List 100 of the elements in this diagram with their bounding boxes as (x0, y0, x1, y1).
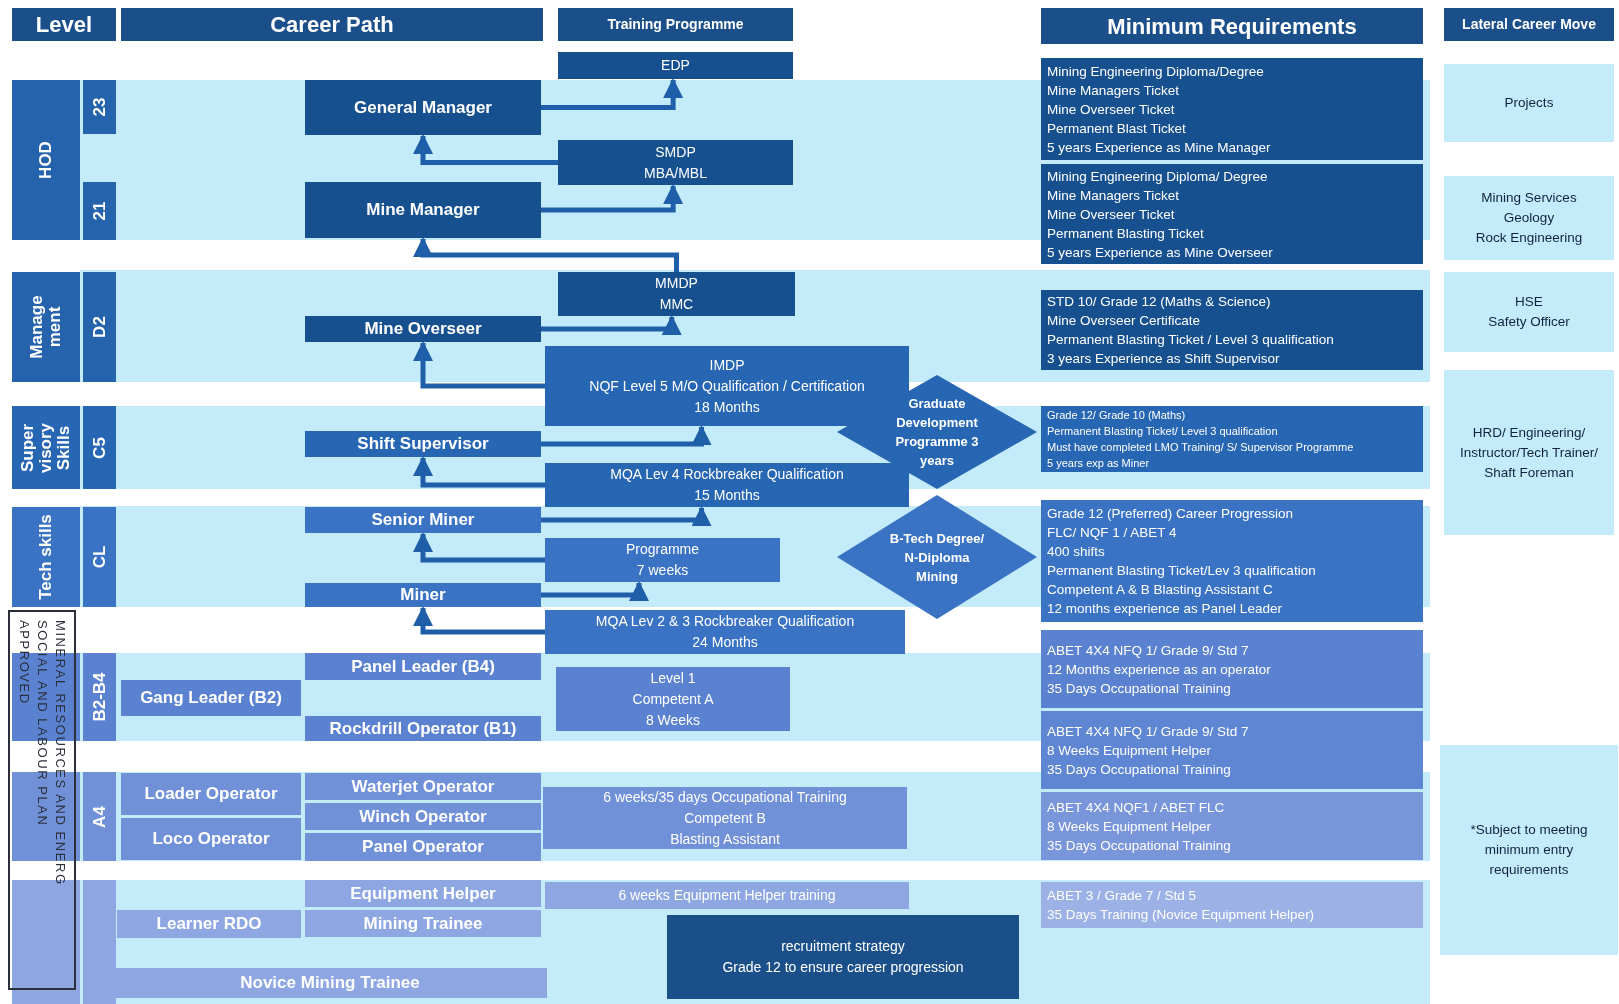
role-title: Panel Leader (B4) (351, 655, 495, 678)
arrow (413, 341, 545, 389)
role-box (305, 910, 541, 937)
requirement-line: Competent A & B Blasting Assistant C (1047, 581, 1274, 599)
requirement-line: 8 Weeks Equipment Helper (1047, 817, 1213, 836)
role-box (117, 910, 301, 938)
level-label: 21 (90, 200, 109, 223)
header-label: Training Programme (607, 15, 744, 34)
programme-text: MQA Lev 4 Rockbreaker Qualification (610, 465, 844, 484)
role-box (305, 431, 541, 457)
lateral-move-text: Geology (1503, 209, 1555, 227)
role-title: Loader Operator (144, 783, 278, 806)
programme-box (558, 52, 793, 79)
role-box (305, 773, 541, 800)
requirement-line: ABET 4X4 NFQ 1/ Grade 9/ Std 7 (1047, 722, 1250, 741)
arrow (541, 78, 684, 110)
programme-text: 6 weeks Equipment Helper training (618, 886, 836, 905)
arrow (413, 134, 558, 165)
programme-text: Grade 12 to ensure career progression (722, 958, 964, 977)
requirement-line: 5 years exp as Miner (1047, 456, 1151, 471)
role-box (305, 80, 541, 135)
arrow (413, 456, 545, 488)
requirement-line: Mine Overseer Ticket (1047, 100, 1176, 119)
header-label: Lateral Career Move (1462, 15, 1596, 34)
level-label: Super visory Skills (19, 421, 73, 475)
arrow (541, 184, 684, 213)
requirement-line: Mining Engineering Diploma/ Degree (1047, 167, 1269, 186)
requirement-line: ABET 4X4 NFQ 1/ Grade 9/ Std 7 (1047, 641, 1250, 660)
requirements-box (1041, 500, 1423, 622)
programme-text: 6 weeks/35 days Occupational Training (603, 787, 847, 807)
header-cell (121, 8, 543, 41)
requirements-box (1041, 406, 1423, 472)
level-cell (12, 507, 80, 607)
requirement-line: Grade 12 (Preferred) Career Progression (1047, 505, 1295, 523)
diamond-text: Graduate Development Programme 3 years (894, 395, 980, 470)
role-box (113, 968, 547, 998)
requirement-line: Must have completed LMO Training/ S/ Supervisor Programme (1047, 440, 1355, 455)
requirement-line: STD 10/ Grade 12 (Maths & Science) (1047, 293, 1272, 311)
programme-text: MMDP (655, 274, 698, 293)
level-label: C5 (90, 435, 109, 461)
requirements-box (1041, 882, 1423, 928)
level-cell (83, 772, 116, 861)
lateral-move-text: Rock Engineering (1475, 229, 1583, 247)
requirements-box (1041, 630, 1423, 708)
programme-text: MMC (659, 295, 694, 314)
programme-text: 24 Months (692, 633, 758, 652)
stamp-text: APPROVED (16, 620, 32, 707)
level-cell (83, 182, 116, 240)
level-cell (83, 880, 116, 1004)
role-title: Waterjet Operator (351, 775, 495, 798)
lateral-move-text: Projects (1504, 94, 1554, 112)
programme-text: 18 Months (694, 397, 760, 417)
lateral-move-text: *Subject to meeting minimum entry requirements (1469, 821, 1589, 879)
requirement-line: 35 Days Occupational Training (1047, 679, 1232, 698)
requirement-line: Mine Managers Ticket (1047, 81, 1181, 100)
level-label: HOD (37, 140, 55, 181)
role-title: Winch Operator (359, 805, 487, 828)
level-label: Manage ment (28, 294, 64, 361)
lateral-move-text: HRD/ Engineering/ Instructor/Tech Trainer/ Shaft Foreman (1458, 423, 1600, 482)
role-box (305, 182, 541, 238)
arrow (541, 425, 712, 447)
level-label: 23 (90, 96, 109, 119)
role-title: Mine Overseer (364, 318, 482, 341)
requirement-line: 35 Days Occupational Training (1047, 760, 1232, 779)
programme-box (558, 140, 793, 185)
requirement-line: Permanent Blasting Ticket / Level 3 qualification (1047, 331, 1335, 349)
header-cell (558, 8, 793, 41)
programme-text: MQA Lev 2 & 3 Rockbreaker Qualification (595, 612, 855, 631)
header-label: Minimum Requirements (1107, 12, 1357, 41)
programme-text: Level 1 (650, 668, 696, 688)
programme-box (545, 610, 905, 654)
role-title: Learner RDO (156, 913, 262, 936)
lateral-move-box (1444, 370, 1614, 535)
role-box (305, 583, 541, 607)
role-box (305, 803, 541, 830)
role-title: Loco Operator (152, 828, 270, 851)
role-box (305, 316, 541, 342)
header-label: Career Path (270, 11, 394, 39)
role-title: Mining Trainee (363, 912, 483, 935)
level-cell (83, 507, 116, 607)
programme-text: Blasting Assistant (670, 829, 780, 849)
role-box (305, 716, 541, 741)
programme-text: 7 weeks (636, 561, 689, 580)
requirements-box (1041, 58, 1423, 160)
programme-text: MBA/MBL (644, 163, 707, 183)
requirement-line: 12 Months experience as an operator (1047, 660, 1272, 679)
role-title: General Manager (354, 96, 492, 119)
arrow (413, 237, 679, 272)
programme-text: NQF Level 5 M/O Qualification / Certification (589, 376, 865, 396)
programme-box (545, 882, 909, 909)
level-cell (83, 406, 116, 489)
level-cell (83, 653, 116, 741)
requirement-line: Permanent Blast Ticket (1047, 119, 1187, 138)
programme-text: 15 Months (694, 486, 760, 505)
stamp-text: MINERAL RESOURCES AND ENERG (52, 620, 68, 888)
role-title: Novice Mining Trainee (240, 972, 420, 995)
role-title: Senior Miner (371, 509, 475, 532)
requirement-line: Permanent Blasting Ticket/ Level 3 qualification (1047, 424, 1279, 439)
arrow (541, 581, 649, 601)
lateral-move-box (1440, 745, 1618, 955)
